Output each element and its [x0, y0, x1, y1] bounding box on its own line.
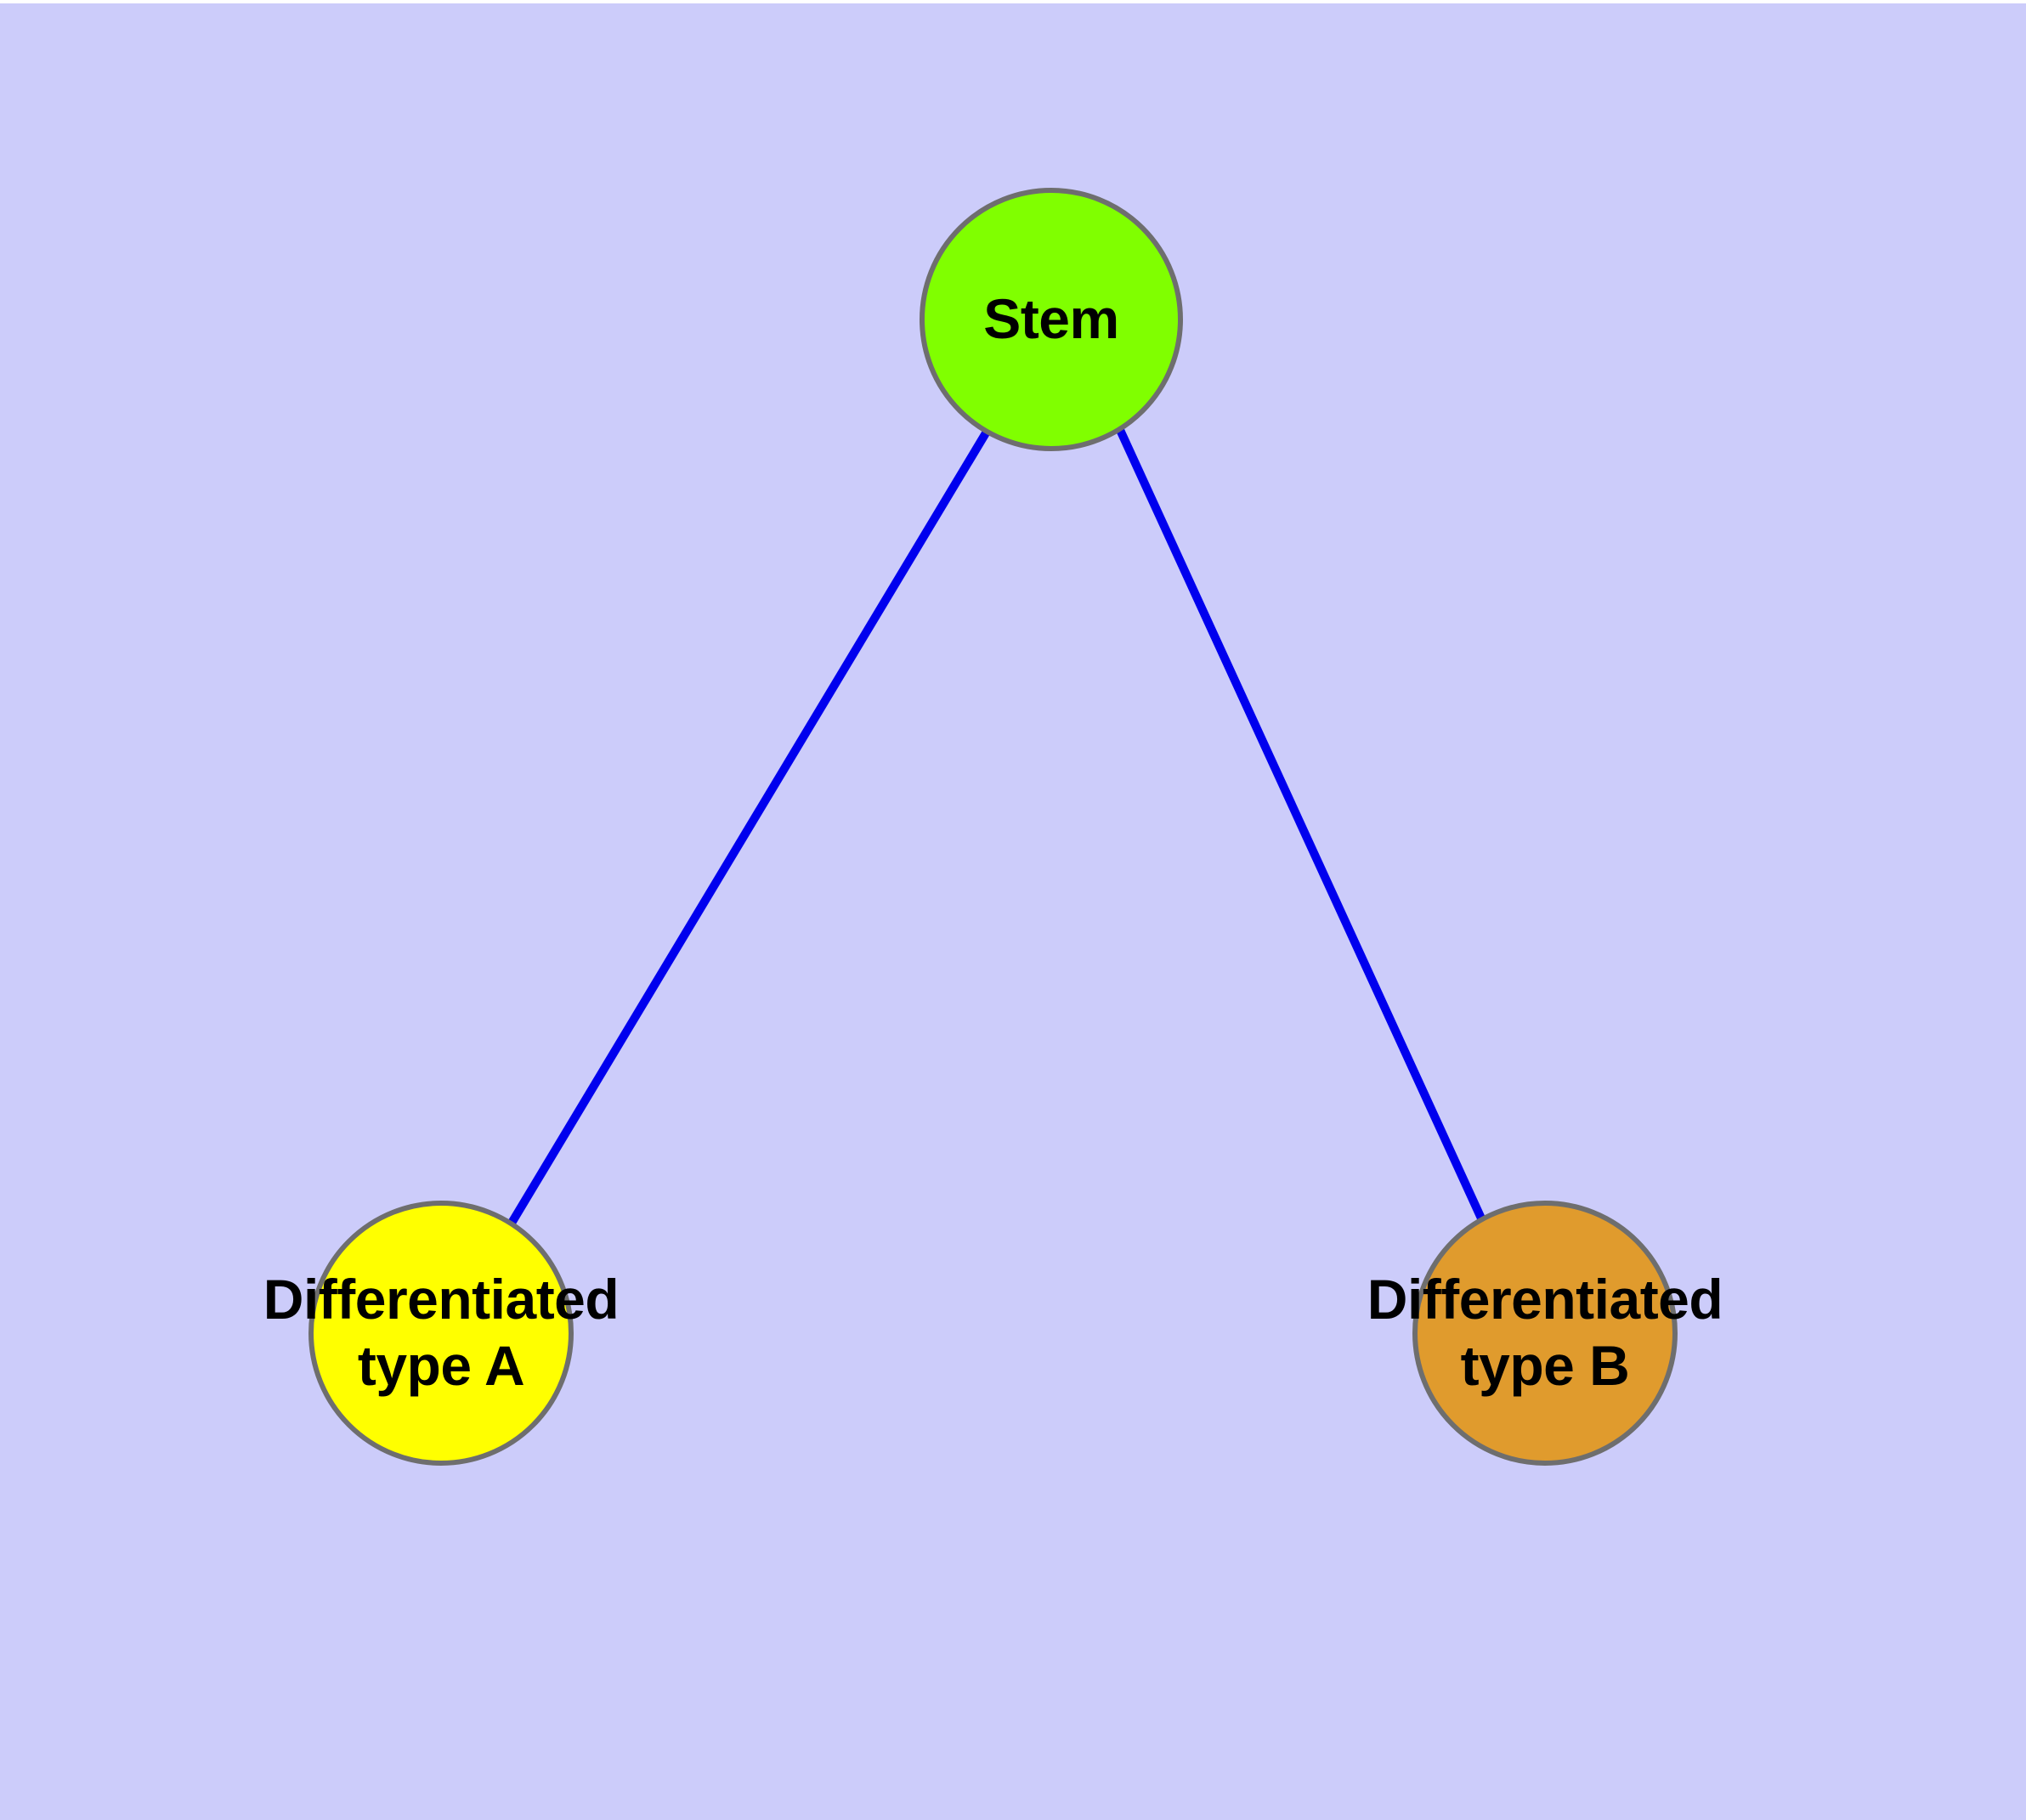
nodes-layer [308, 188, 1678, 1466]
graph-node-diff_b[interactable] [1412, 1201, 1678, 1466]
graph-node-diff_a[interactable] [308, 1201, 574, 1466]
graph-svg [308, 188, 1678, 1466]
graph-node-stem[interactable] [920, 188, 1183, 451]
graph-edge-stem-to-diff-a[interactable] [506, 429, 991, 1227]
graph-edge-stem-to-diff-b[interactable] [1116, 427, 1486, 1223]
edges-layer [506, 427, 1486, 1227]
